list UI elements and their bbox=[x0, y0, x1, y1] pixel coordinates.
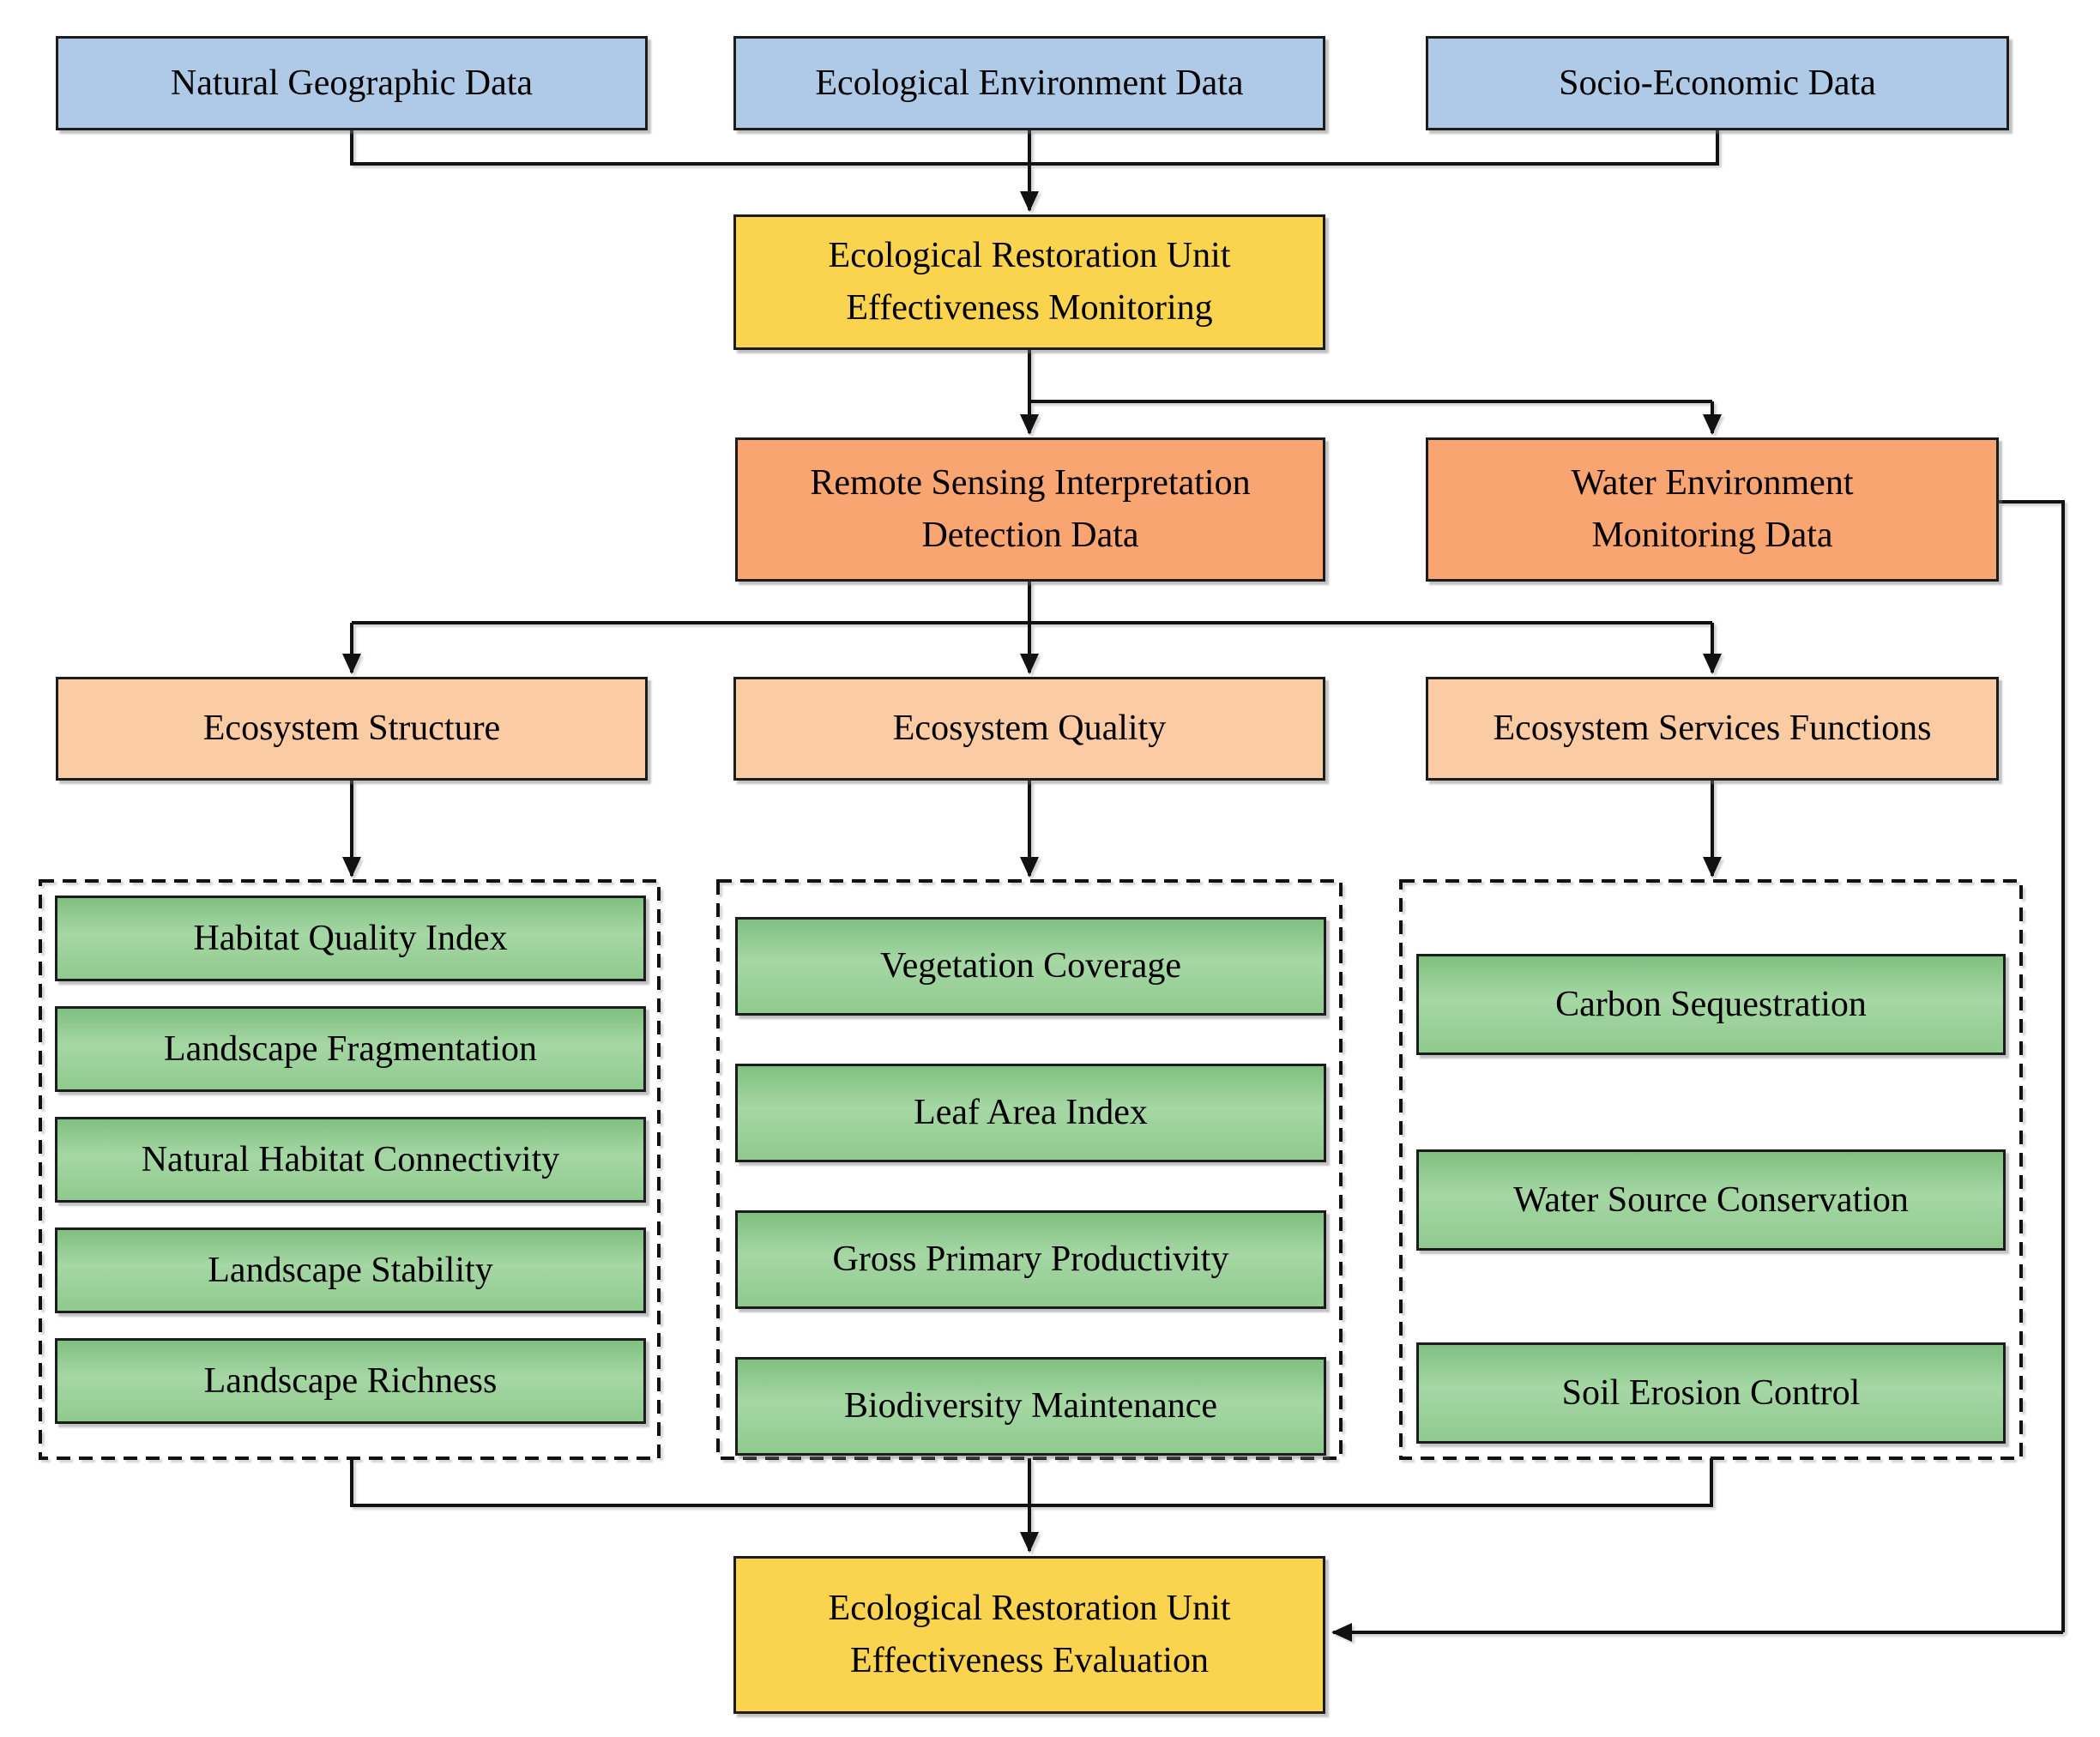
indicator-label: Landscape Richness bbox=[203, 1360, 498, 1401]
water-environment-label-line2: Monitoring Data bbox=[1591, 516, 1833, 555]
indicator-box-carbon-sequestration: Carbon Sequestration bbox=[1416, 954, 2006, 1055]
source-box-socio-economic-data: Socio-Economic Data bbox=[1426, 36, 2009, 130]
remote-sensing-label-line1: Remote Sensing Interpretation bbox=[810, 463, 1251, 504]
remote-sensing-label-line2: Detection Data bbox=[921, 516, 1139, 555]
indicator-group-structure-border bbox=[39, 879, 661, 1460]
source-label: Socio-Economic Data bbox=[1559, 63, 1876, 103]
indicator-label: Soil Erosion Control bbox=[1561, 1372, 1861, 1413]
indicator-label: Leaf Area Index bbox=[914, 1093, 1148, 1133]
water-environment-box: Water Environment Monitoring Data bbox=[1426, 437, 1999, 582]
source-label: Ecological Environment Data bbox=[815, 63, 1244, 103]
indicator-label: Habitat Quality Index bbox=[193, 918, 508, 958]
indicator-label: Water Source Conservation bbox=[1513, 1179, 1909, 1220]
source-box-ecological-environment-data: Ecological Environment Data bbox=[733, 36, 1325, 130]
indicator-label: Landscape Fragmentation bbox=[163, 1028, 537, 1069]
monitoring-box: Ecological Restoration Unit Effectivenes… bbox=[733, 214, 1325, 350]
remote-sensing-box: Remote Sensing Interpretation Detection … bbox=[735, 437, 1325, 582]
indicator-box-water-source-conservation: Water Source Conservation bbox=[1416, 1149, 2006, 1251]
dimension-label: Ecosystem Services Functions bbox=[1493, 709, 1932, 749]
indicator-group-services-border bbox=[1399, 879, 2023, 1460]
indicator-label: Landscape Stability bbox=[208, 1250, 493, 1290]
indicator-box-habitat-quality-index: Habitat Quality Index bbox=[55, 896, 646, 981]
source-box-natural-geographic-data: Natural Geographic Data bbox=[56, 36, 648, 130]
indicator-box-soil-erosion-control: Soil Erosion Control bbox=[1416, 1342, 2006, 1444]
indicator-label: Biodiversity Maintenance bbox=[843, 1386, 1218, 1426]
indicator-label: Vegetation Coverage bbox=[879, 946, 1182, 986]
monitoring-label-line1: Ecological Restoration Unit bbox=[828, 236, 1231, 276]
dimension-box-ecosystem-quality: Ecosystem Quality bbox=[733, 677, 1325, 781]
connector-water-env-feedback bbox=[1999, 500, 2065, 1632]
indicator-label: Carbon Sequestration bbox=[1555, 984, 1867, 1024]
indicator-box-vegetation-coverage: Vegetation Coverage bbox=[735, 917, 1326, 1016]
indicator-box-biodiversity-maintenance: Biodiversity Maintenance bbox=[735, 1357, 1326, 1456]
indicator-box-natural-habitat-connectivity: Natural Habitat Connectivity bbox=[55, 1117, 646, 1203]
dimension-label: Ecosystem Structure bbox=[202, 709, 501, 749]
dimension-label: Ecosystem Quality bbox=[892, 709, 1167, 749]
monitoring-label-line2: Effectiveness Monitoring bbox=[846, 288, 1213, 328]
source-label: Natural Geographic Data bbox=[170, 63, 534, 103]
indicator-box-gross-primary-productivity: Gross Primary Productivity bbox=[735, 1210, 1326, 1309]
evaluation-label-line1: Ecological Restoration Unit bbox=[828, 1589, 1231, 1629]
indicator-box-landscape-stability: Landscape Stability bbox=[55, 1227, 646, 1313]
evaluation-box: Ecological Restoration Unit Effectivenes… bbox=[733, 1556, 1325, 1714]
dimension-box-ecosystem-services: Ecosystem Services Functions bbox=[1426, 677, 1999, 781]
indicator-box-landscape-richness: Landscape Richness bbox=[55, 1338, 646, 1424]
evaluation-label-line2: Effectiveness Evaluation bbox=[850, 1641, 1209, 1680]
indicator-label: Gross Primary Productivity bbox=[832, 1239, 1229, 1280]
indicator-box-leaf-area-index: Leaf Area Index bbox=[735, 1064, 1326, 1162]
dimension-box-ecosystem-structure: Ecosystem Structure bbox=[56, 677, 648, 781]
water-environment-label-line1: Water Environment bbox=[1571, 463, 1854, 504]
indicator-label: Natural Habitat Connectivity bbox=[141, 1139, 560, 1179]
indicator-box-landscape-fragmentation: Landscape Fragmentation bbox=[55, 1006, 646, 1092]
